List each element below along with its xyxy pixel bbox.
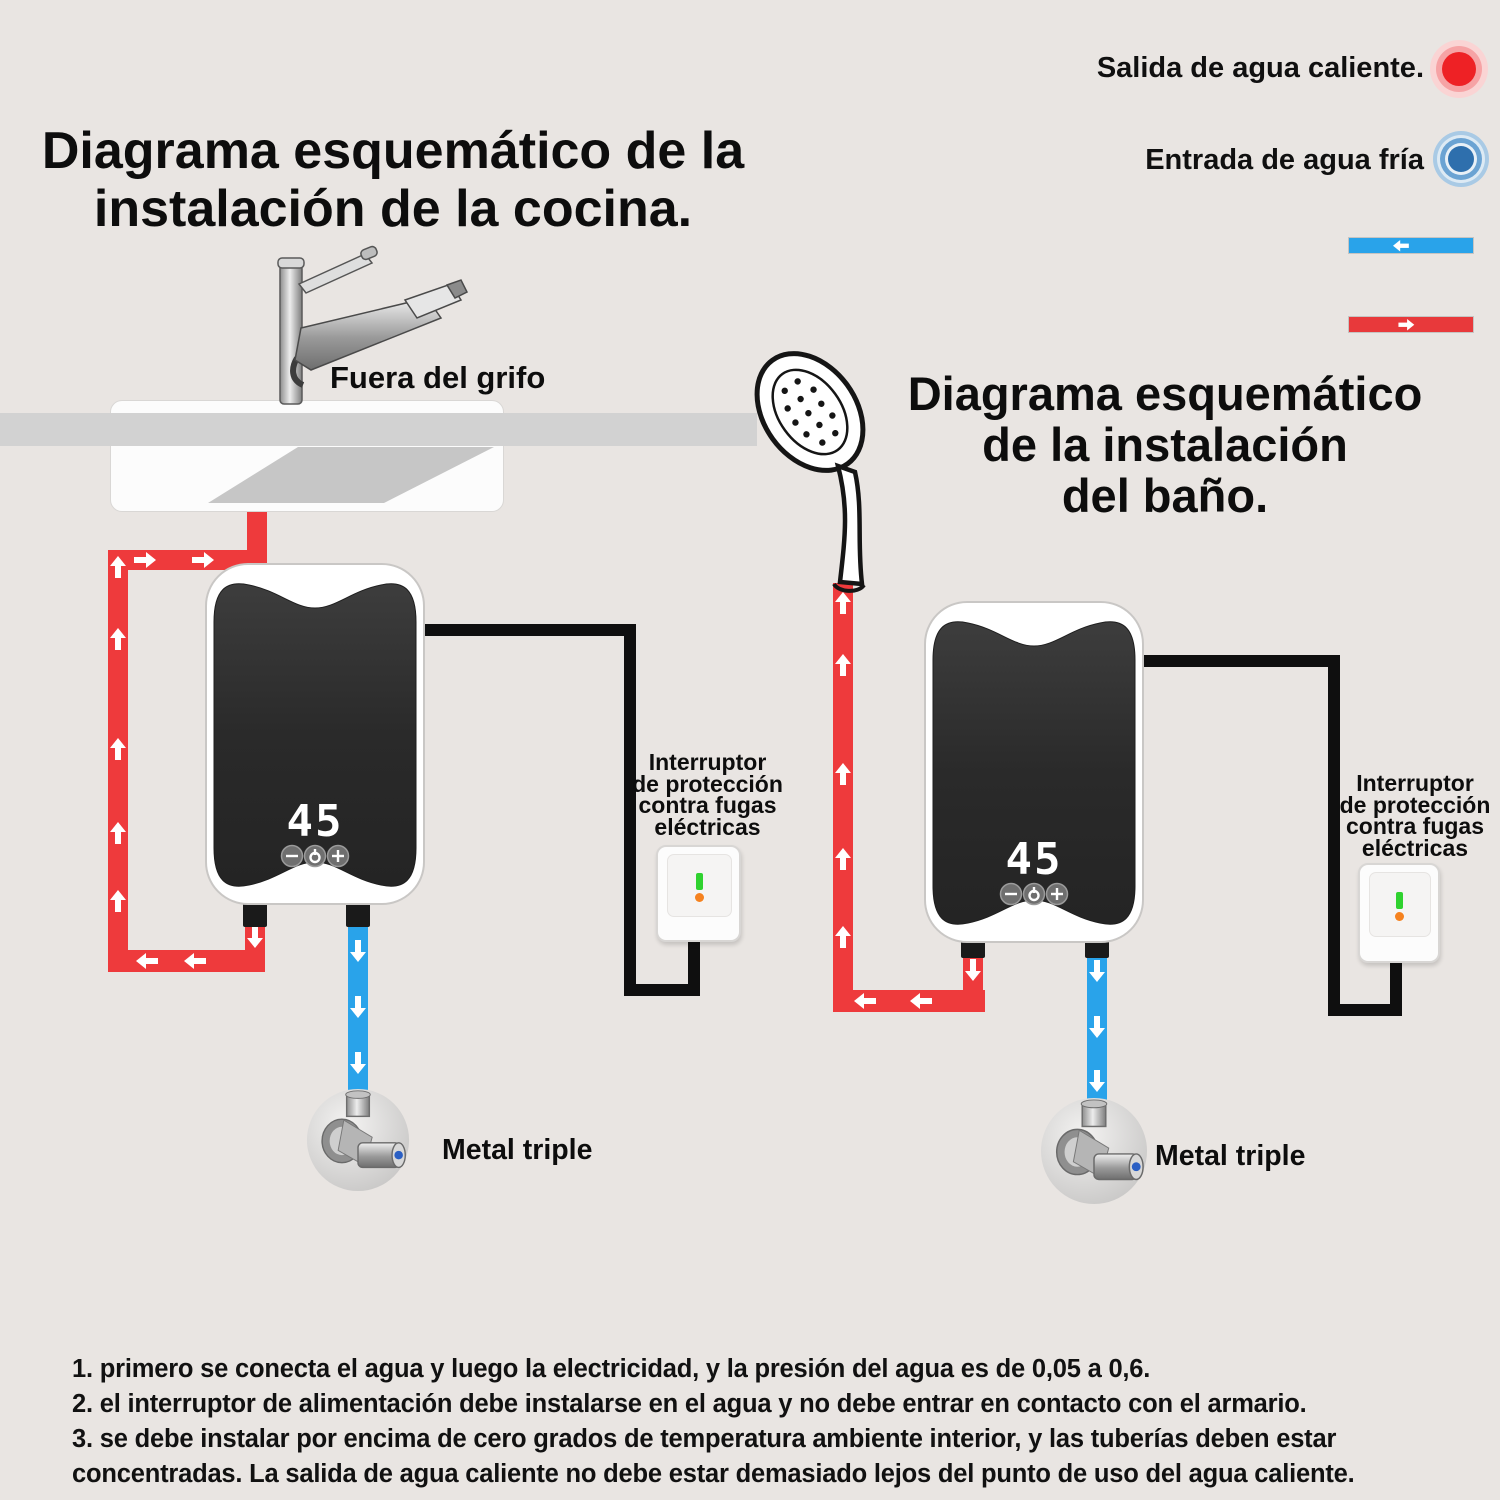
flow-arrow (1393, 240, 1410, 252)
kitchen-cold-pipe (348, 925, 368, 1090)
kitchen-breaker-label: Interruptor de protección contra fugas e… (632, 749, 783, 840)
kitchen-leakage-breaker (656, 845, 741, 942)
countertop (0, 413, 757, 446)
kitchen-valve-label: Metal triple (442, 1134, 593, 1166)
hot-water-outlet-icon (1442, 52, 1476, 86)
bathroom-hot-pipe-riser (833, 583, 853, 1012)
kitchen-hot-pipe-sink-stub (247, 506, 267, 554)
bathroom-water-heater: 45 (924, 601, 1144, 943)
kitchen-hot-pipe-riser (108, 550, 128, 972)
bathroom-metal-triple-valve (1040, 1097, 1148, 1205)
bathroom-hot-pipe-bottom (833, 990, 985, 1012)
bathroom-title-line3: del baño. (1061, 469, 1269, 522)
orange-led-icon (694, 892, 704, 902)
bathroom-power-cable (1328, 1004, 1402, 1016)
kitchen-faucet-label: Fuera del grifo (330, 360, 546, 395)
kitchen-water-heater: 45 (205, 563, 425, 905)
bathroom-power-cable (1328, 655, 1340, 1016)
bathroom-title-line1: Diagrama esquemático (907, 367, 1423, 420)
kitchen-hot-pipe-heater-stub (245, 925, 265, 952)
breaker-panel (1368, 871, 1432, 938)
power-button-icon (1022, 882, 1046, 906)
valve-blue-cap (1131, 1162, 1141, 1172)
heater-body (932, 621, 1136, 925)
valve-blue-cap (394, 1150, 403, 1160)
bathroom-power-cable (1390, 957, 1402, 1016)
bathroom-hot-pipe-heater-stub (963, 956, 983, 992)
hot-flow-legend-bar (1349, 317, 1473, 332)
legend-cold-inlet-label: Entrada de agua fría (1145, 144, 1424, 176)
kitchen-title-line1: Diagrama esquemático de la (41, 122, 745, 180)
green-led-icon (695, 872, 703, 890)
breaker-panel (666, 853, 733, 917)
instruction-3: 3. se debe instalar por encima de cero g… (72, 1425, 1355, 1488)
installation-instructions: 1. primero se conecta el agua y luego la… (72, 1352, 1464, 1492)
kitchen-power-cable (424, 624, 636, 636)
orange-led-icon (1395, 912, 1405, 921)
kitchen-faucet-icon (277, 245, 469, 405)
shower-head-icon (754, 351, 866, 593)
bathroom-power-cable (1140, 655, 1340, 667)
bathroom-title-line2: de la instalación (982, 418, 1348, 471)
flow-arrow (1397, 319, 1415, 331)
kitchen-power-cable (688, 938, 700, 996)
heater-body (213, 583, 417, 887)
heater-temperature-display: 45 (287, 796, 344, 847)
bathroom-cold-pipe (1087, 956, 1107, 1101)
instruction-1: 1. primero se conecta el agua y luego la… (72, 1355, 1151, 1383)
heater-temperature-display: 45 (1006, 834, 1063, 885)
kitchen-hot-pipe-bottom (108, 950, 265, 972)
kitchen-title: Diagrama esquemático de la instalación d… (8, 122, 778, 238)
bathroom-title: Diagrama esquemático de la instalación d… (855, 368, 1475, 521)
sink-shading (208, 447, 494, 503)
bathroom-leakage-breaker (1358, 863, 1440, 963)
cold-flow-legend-bar (1349, 238, 1473, 253)
power-button-icon (303, 844, 327, 868)
kitchen-title-line2: instalación de la cocina. (93, 180, 693, 238)
legend-hot-outlet-label: Salida de agua caliente. (1096, 52, 1424, 84)
heater-buttons (280, 844, 350, 868)
instruction-2: 2. el interruptor de alimentación debe i… (72, 1390, 1307, 1418)
green-led-icon (1396, 891, 1404, 909)
cold-water-inlet-icon (1448, 146, 1474, 172)
heater-buttons (999, 882, 1069, 906)
kitchen-metal-triple-valve (306, 1088, 410, 1192)
bathroom-valve-label: Metal triple (1155, 1140, 1306, 1172)
kitchen-power-cable (624, 624, 636, 996)
bathroom-breaker-label: Interruptor de protección contra fugas e… (1339, 770, 1491, 861)
kitchen-power-cable (624, 984, 700, 996)
